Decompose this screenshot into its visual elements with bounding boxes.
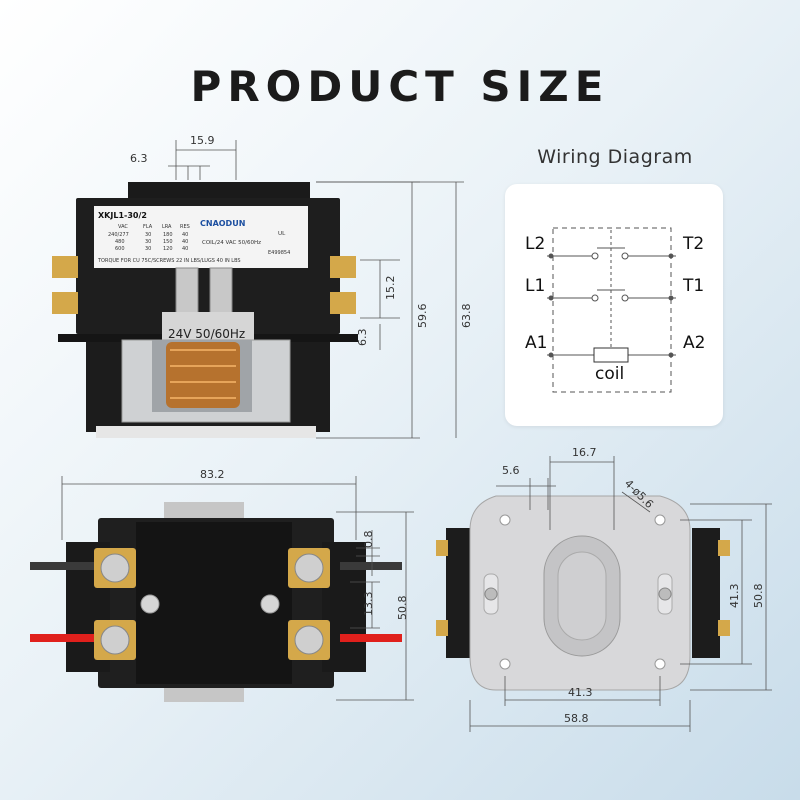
wiring-diagram-panel: [505, 184, 723, 426]
front-dim-15-2: 15.2: [384, 276, 397, 301]
top-dim-13-3: 13.3: [362, 592, 375, 617]
svg-text:480: 480: [115, 239, 125, 245]
bottom-dim-50-8: 50.8: [752, 584, 765, 609]
ul-mark: ᵁᴸ: [278, 231, 286, 241]
bottom-dim-41-3-v: 41.3: [728, 584, 741, 609]
rating-table: VAC FLA LRA RES 240/277 30 180 40 480 30…: [108, 224, 190, 252]
torque-label: TORQUE FOR CU 75C/SCREWS 22 IN LBS/LUGS …: [97, 258, 241, 264]
brand-label: CNAODUN: [200, 219, 245, 228]
label-coil: coil: [595, 364, 625, 384]
svg-text:40: 40: [182, 246, 188, 252]
front-dim-59-6: 59.6: [416, 304, 429, 329]
bottom-dim-41-3-h: 41.3: [568, 686, 593, 699]
bottom-dim-5-6: 5.6: [502, 464, 520, 477]
svg-text:LRA: LRA: [162, 224, 172, 230]
page-title: PRODUCT SIZE: [190, 62, 610, 111]
svg-text:180: 180: [163, 232, 173, 238]
bottom-dim-58-8: 58.8: [564, 712, 589, 725]
svg-text:30: 30: [145, 246, 151, 252]
svg-text:30: 30: [145, 239, 151, 245]
svg-text:40: 40: [182, 239, 188, 245]
top-dim-83-2: 83.2: [200, 468, 225, 481]
label-t2: T2: [683, 234, 705, 254]
front-dim-15-9: 15.9: [190, 134, 215, 147]
front-dim-6-3-b: 6.3: [356, 329, 369, 347]
svg-text:120: 120: [163, 246, 173, 252]
label-l2: L2: [525, 234, 546, 254]
label-t1: T1: [683, 276, 705, 296]
label-a2: A2: [683, 333, 706, 353]
front-dim-6-3: 6.3: [130, 152, 148, 165]
coil-info: COIL/24 VAC 50/60Hz: [202, 240, 261, 246]
svg-text:40: 40: [182, 232, 188, 238]
bottom-dim-16-7: 16.7: [572, 446, 597, 459]
bottom-view: [436, 456, 772, 732]
top-view: [30, 476, 414, 702]
wiring-diagram-title: Wiring Diagram: [537, 146, 693, 168]
svg-text:150: 150: [163, 239, 173, 245]
svg-text:RES: RES: [180, 224, 190, 230]
top-dim-50-8: 50.8: [396, 596, 409, 621]
svg-text:VAC: VAC: [118, 224, 128, 230]
label-l1: L1: [525, 276, 546, 296]
wiring-schematic: [547, 227, 676, 393]
svg-text:FLA: FLA: [143, 224, 153, 230]
svg-text:30: 30: [145, 232, 151, 238]
svg-text:600: 600: [115, 246, 125, 252]
front-dim-63-8: 63.8: [460, 304, 473, 329]
cert-number: E499854: [268, 250, 290, 256]
front-view: XKJL1-30/2 CNAODUN VAC FLA LRA RES 240/2…: [52, 140, 464, 439]
svg-text:240/277: 240/277: [108, 232, 129, 238]
top-dim-0-8: 0.8: [362, 531, 375, 549]
label-a1: A1: [525, 333, 548, 353]
coil-voltage-label: 24V 50/60Hz: [168, 327, 245, 341]
model-label: XKJL1-30/2: [98, 211, 147, 220]
